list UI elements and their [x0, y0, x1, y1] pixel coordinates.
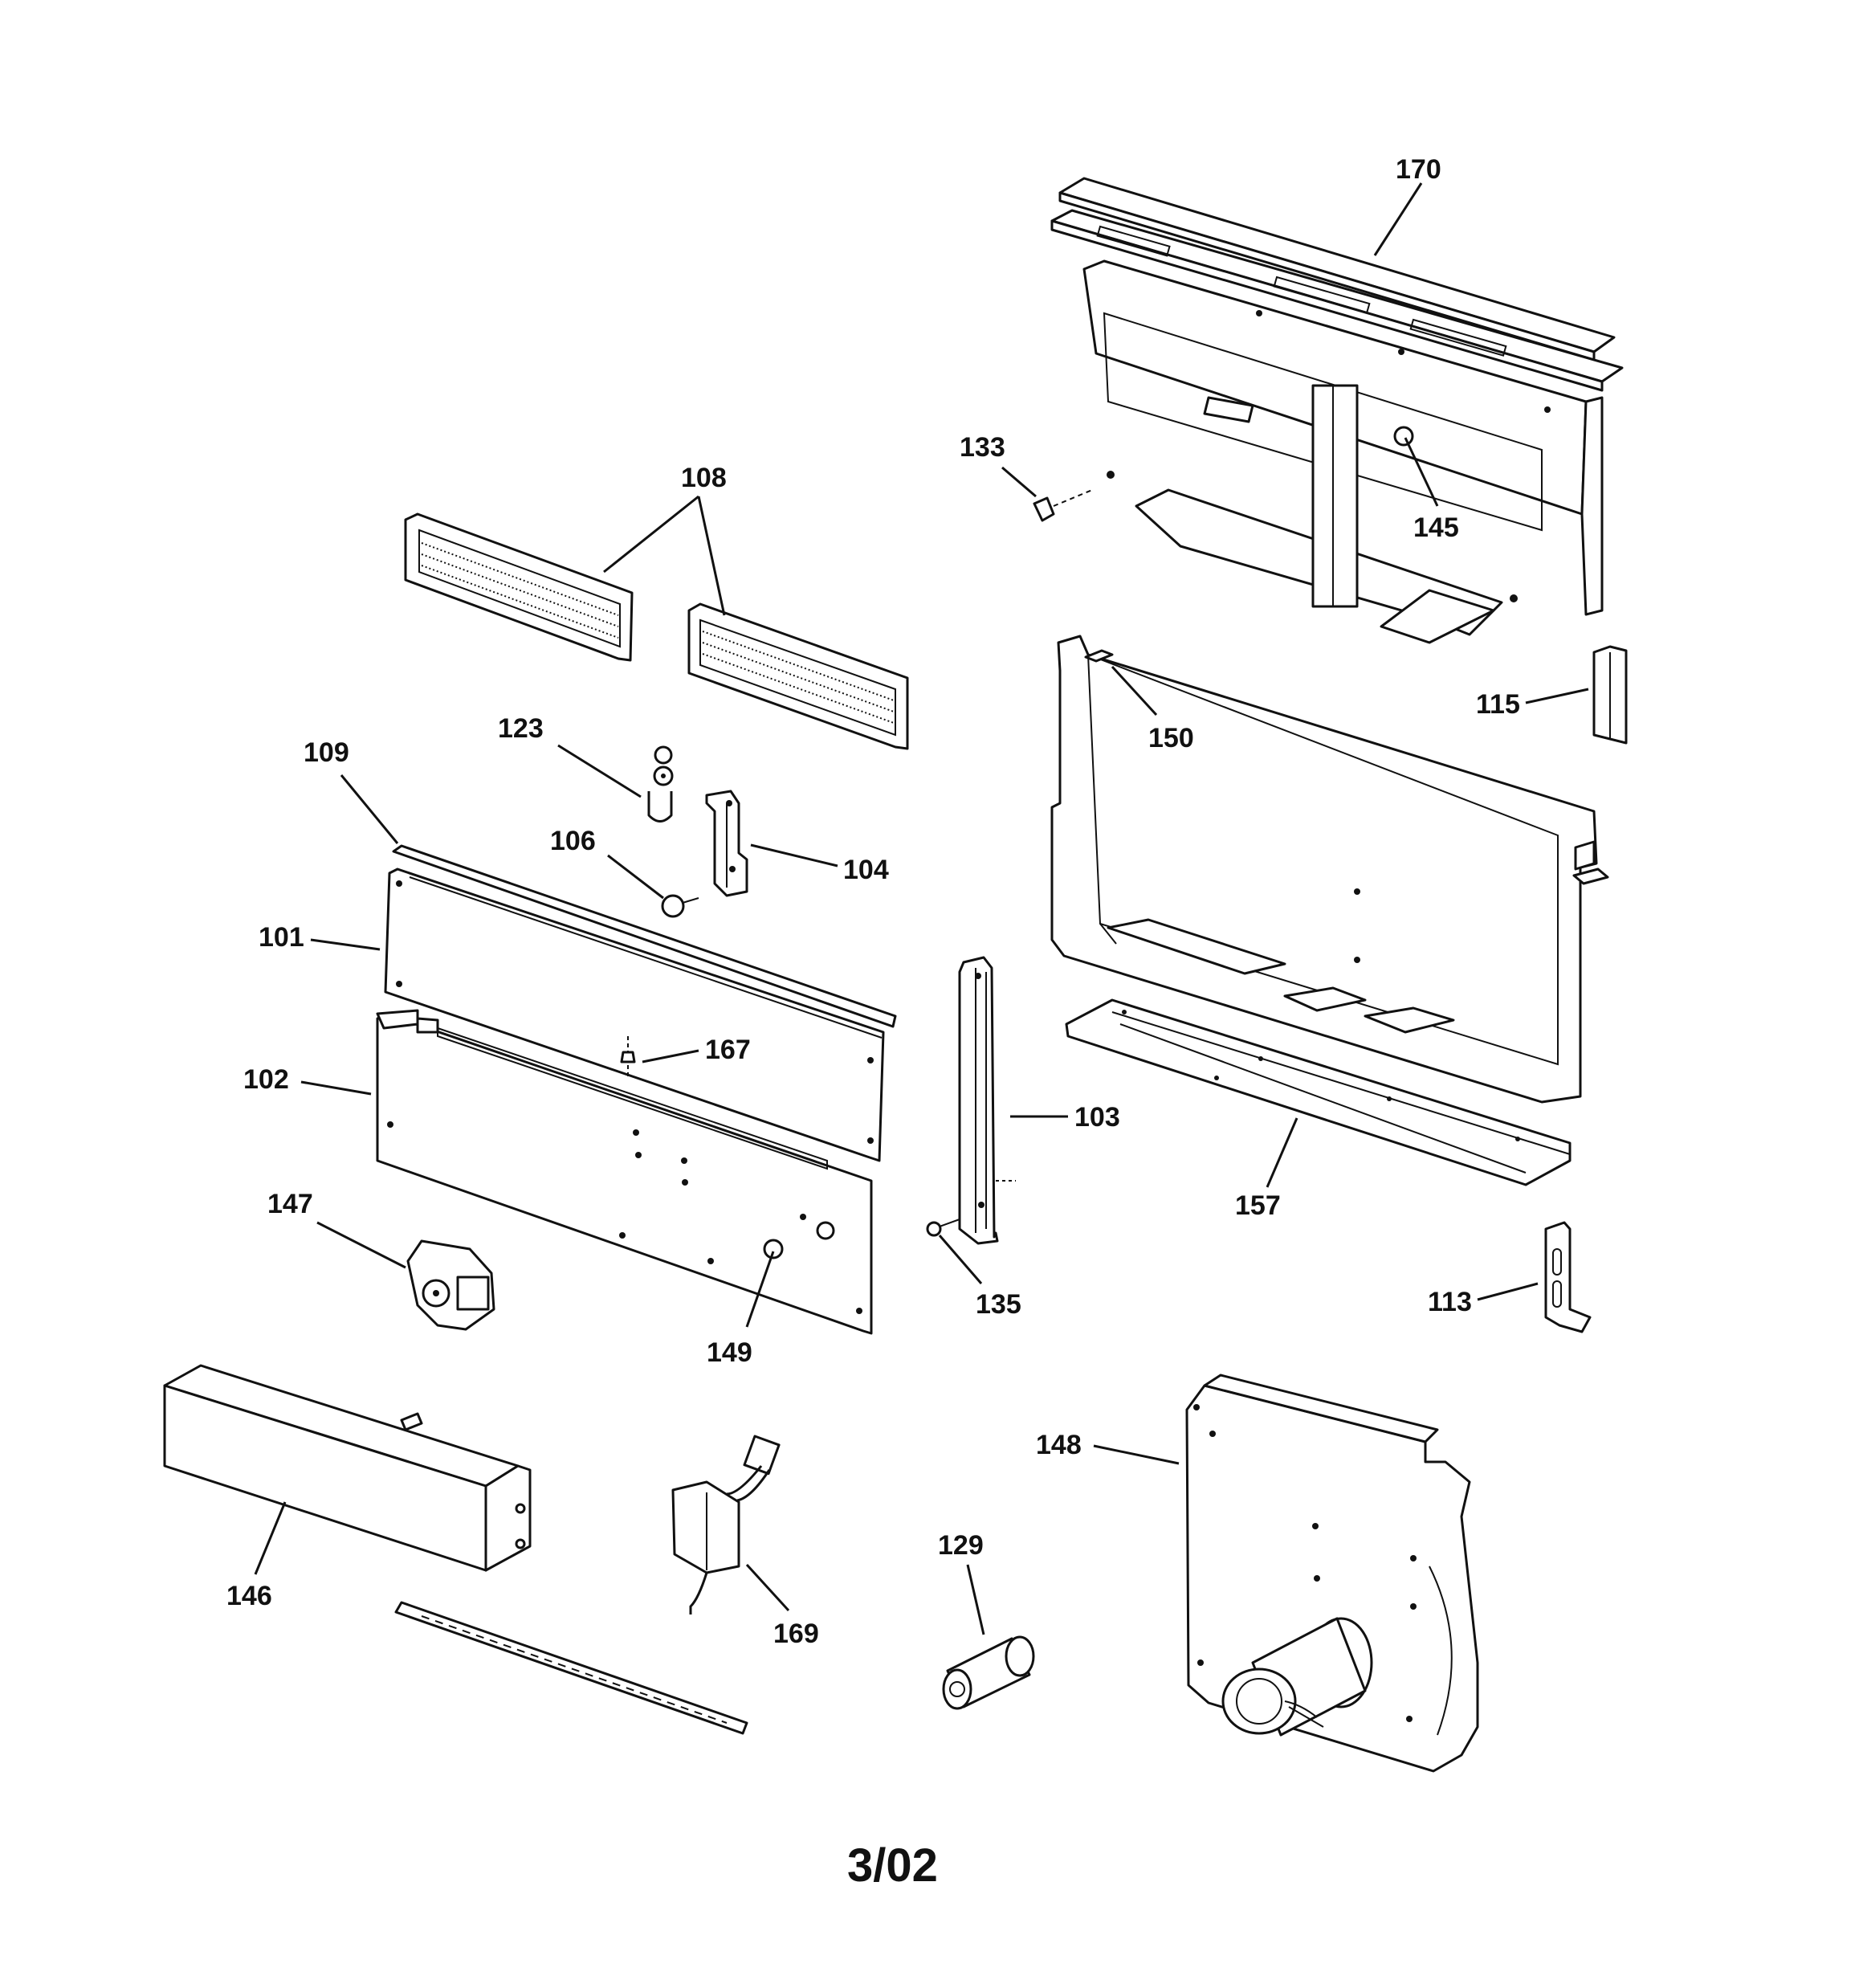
part-101-front-panel [384, 867, 885, 1162]
part-148-blower-assembly [1185, 1374, 1479, 1773]
leader-170 [1373, 182, 1423, 256]
leader-108b [697, 496, 726, 616]
revision-date: 3/02 [847, 1839, 938, 1892]
label-148: 148 [1036, 1430, 1082, 1460]
label-113: 113 [1428, 1287, 1472, 1317]
part-106-screw [661, 894, 699, 918]
leader-109 [340, 774, 399, 844]
label-147: 147 [267, 1189, 313, 1219]
label-169: 169 [773, 1619, 819, 1649]
leader-108a [603, 495, 699, 574]
leader-148 [1093, 1444, 1180, 1465]
label-149: 149 [707, 1337, 752, 1368]
label-145: 145 [1413, 512, 1459, 543]
part-109-trim-strip [392, 844, 897, 1028]
leader-167 [642, 1049, 699, 1063]
part-167-screw [620, 1036, 636, 1076]
leader-145 [1404, 437, 1439, 507]
leader-104 [750, 843, 838, 867]
label-167: 167 [705, 1035, 751, 1065]
label-135: 135 [976, 1289, 1021, 1320]
part-108-grease-filters [404, 512, 909, 750]
leader-115 [1525, 688, 1589, 704]
leader-150 [1111, 665, 1158, 716]
mounting-strip [394, 1601, 748, 1735]
part-123-clip [647, 745, 674, 823]
leader-106 [607, 854, 664, 900]
leader-102 [300, 1080, 372, 1096]
part-115-gasket [1592, 645, 1628, 745]
label-133: 133 [960, 432, 1005, 463]
part-103-side-rail [958, 956, 1016, 1245]
leader-169 [745, 1563, 790, 1612]
label-101: 101 [259, 922, 304, 953]
part-150-lower-housing [1050, 635, 1609, 1104]
leader-146 [254, 1501, 287, 1575]
part-157-channel [1065, 998, 1572, 1186]
label-109: 109 [304, 737, 349, 768]
label-104: 104 [843, 855, 889, 885]
leader-133 [1001, 466, 1037, 498]
label-108: 108 [681, 463, 727, 493]
leader-157 [1266, 1117, 1298, 1188]
part-129-capacitor [942, 1635, 1035, 1710]
label-157: 157 [1235, 1190, 1281, 1221]
label-106: 106 [550, 826, 596, 856]
label-146: 146 [226, 1581, 272, 1611]
part-102-control-panel [376, 1009, 873, 1335]
part-169-choke-harness [671, 1435, 781, 1614]
leader-101 [310, 938, 381, 951]
part-133-plug [1033, 489, 1093, 522]
label-103: 103 [1074, 1102, 1120, 1133]
leader-129 [966, 1564, 985, 1635]
part-104-bracket [705, 790, 748, 897]
part-170-hood-frame [1050, 177, 1624, 644]
label-102: 102 [243, 1064, 289, 1095]
label-123: 123 [498, 713, 544, 744]
leader-123 [557, 744, 642, 798]
label-170: 170 [1396, 154, 1441, 185]
part-113-bracket [1544, 1221, 1592, 1333]
label-129: 129 [938, 1530, 984, 1561]
leader-147 [316, 1221, 406, 1269]
leader-113 [1477, 1282, 1539, 1301]
leader-149 [745, 1251, 775, 1328]
part-147-relay [406, 1239, 495, 1331]
part-135-screw [926, 1219, 960, 1237]
leader-135 [938, 1235, 983, 1284]
label-115: 115 [1476, 689, 1520, 720]
part-146-duct-box [163, 1364, 532, 1572]
label-150: 150 [1148, 723, 1194, 753]
